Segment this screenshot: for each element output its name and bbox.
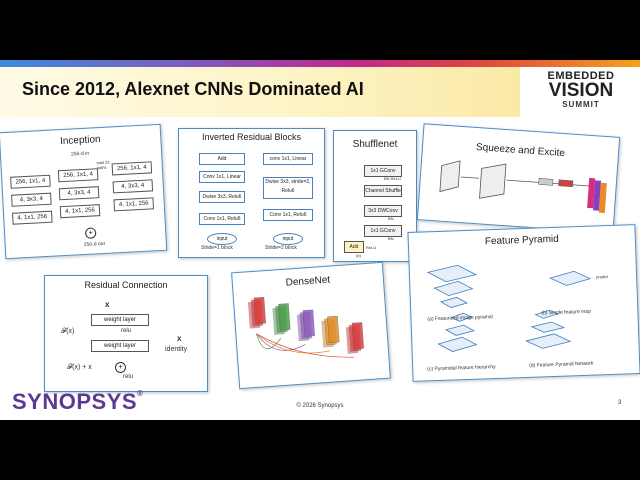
densenet-layer-block: [278, 303, 291, 331]
inception-box: 4, 3x3, 4: [58, 186, 100, 201]
pyramid-predict-label: predict: [596, 274, 609, 280]
slide: Since 2012, Alexnet CNNs Dominated AI EM…: [0, 60, 640, 420]
logo-line-2: VISION: [548, 80, 614, 101]
densenet-layer-block: [253, 297, 266, 325]
inception-box: 4, 3x3, 4: [112, 179, 154, 194]
densenet-connection: [256, 333, 330, 354]
shufflenet-card: Shufflenet 1x1 GConv Channel Shuffle 3x3…: [333, 130, 417, 262]
footer-copyright: © 2026 Synopsys: [296, 403, 344, 409]
inverted-residual-title: Inverted Residual Blocks: [201, 132, 302, 142]
shuffle-caption: (b): [356, 253, 361, 258]
pyramid-diagram: [426, 264, 592, 352]
identity-label: identity: [165, 346, 188, 353]
residual-card: Residual Connection x weight layer relu …: [44, 275, 208, 392]
densenet-layer-block: [327, 315, 340, 343]
registered-mark: ®: [137, 389, 144, 398]
inverted-box: Conv 1x1, Relu6: [263, 209, 313, 221]
inverted-box: input: [207, 233, 237, 245]
gradient-top-bar: [0, 60, 640, 67]
logo-line-3: SUMMIT: [562, 100, 600, 109]
inverted-box: conv 1x1, Linear: [263, 153, 313, 165]
inception-box: 256, 1x1, 4: [57, 168, 99, 183]
plus-icon: +: [84, 227, 97, 239]
squeeze-excite-card: Squeeze and Excite: [416, 123, 621, 234]
squeeze-excite-diagram: [439, 160, 607, 214]
densenet-connection: [256, 333, 282, 350]
logo-line-1: EMBEDDED: [547, 70, 615, 82]
shuffle-box: 1x1 GConv: [364, 165, 402, 177]
inception-box: 4, 1x1, 256: [59, 204, 101, 219]
shuffle-box: 1x1 GConv: [364, 225, 402, 237]
fx-label: 𝓕(x): [61, 328, 75, 335]
synopsys-wordmark: SYNOPSYS: [12, 389, 138, 414]
feature-pyramid-card: Feature Pyramid (a) Featurized image pyr…: [407, 224, 640, 382]
inverted-box: Dwise 3x3, Relu6: [199, 191, 245, 203]
densenet-diagram: [248, 297, 364, 358]
shuffle-box: Add: [344, 241, 364, 253]
slide-title: Since 2012, Alexnet CNNs Dominated AI: [22, 79, 364, 99]
fx-plus-x-label: 𝓕(x) + x: [67, 364, 92, 371]
residual-title: Residual Connection: [84, 280, 168, 290]
shuffle-label: BN: [388, 216, 394, 221]
inverted-residual-card: Inverted Residual Blocks Add Conv 1x1, L…: [178, 128, 325, 258]
side-x-label: x: [177, 334, 182, 343]
inception-box: 4, 1x1, 256: [113, 197, 155, 212]
shuffle-label: BN ReLU: [384, 176, 401, 181]
inception-title: Inception: [59, 134, 101, 148]
inception-card: Inception 256-d in 256, 1x1, 4 4, 3x3, 4…: [0, 123, 168, 260]
inverted-box: Conv 1x1, Relu6: [199, 213, 245, 225]
shufflenet-title: Shufflenet: [352, 139, 398, 150]
inception-out-label: 256-d out: [83, 240, 106, 249]
inception-box: 4, 1x1, 256: [12, 210, 53, 225]
residual-input: x: [105, 300, 110, 309]
inverted-box: Conv 1x1, Linear: [199, 171, 245, 183]
weight-layer-1: weight layer: [91, 314, 149, 326]
plus-icon: +: [115, 362, 126, 373]
inverted-box: Dwise 3x3, stride=2, Relu6: [263, 177, 313, 199]
page-number: 3: [618, 400, 622, 406]
inception-in-label: 256-d in: [70, 150, 90, 158]
shuffle-box: 3x3 DWConv: [364, 205, 402, 217]
shuffle-label: BN: [388, 236, 394, 241]
embedded-vision-summit-logo: EMBEDDED VISION SUMMIT: [526, 70, 636, 120]
inverted-left-caption: Stride=1 block: [201, 245, 233, 251]
inception-box: 256, 1x1, 4: [10, 174, 51, 189]
inverted-box: Add: [199, 153, 245, 165]
densenet-layer-block: [351, 322, 364, 350]
inception-box: 256, 1x1, 4: [111, 161, 153, 176]
shuffle-label: ReLU: [366, 245, 377, 250]
densenet-connection: [256, 333, 306, 351]
inception-note: total 32 paths: [96, 159, 110, 171]
relu-label-2: relu: [123, 374, 134, 380]
densenet-layer-block: [302, 309, 315, 337]
inception-box: 4, 3x3, 4: [11, 192, 52, 207]
synopsys-logo: SYNOPSYS®: [12, 389, 143, 415]
inverted-box: input: [273, 233, 303, 245]
relu-label-1: relu: [121, 328, 132, 334]
inverted-right-caption: Stride=2 block: [265, 245, 297, 251]
shuffle-box: Channel Shuffle: [364, 185, 402, 197]
title-bar: Since 2012, Alexnet CNNs Dominated AI: [0, 67, 520, 117]
weight-layer-2: weight layer: [91, 340, 149, 352]
densenet-card: DenseNet: [231, 261, 391, 390]
densenet-connection: [256, 333, 355, 358]
